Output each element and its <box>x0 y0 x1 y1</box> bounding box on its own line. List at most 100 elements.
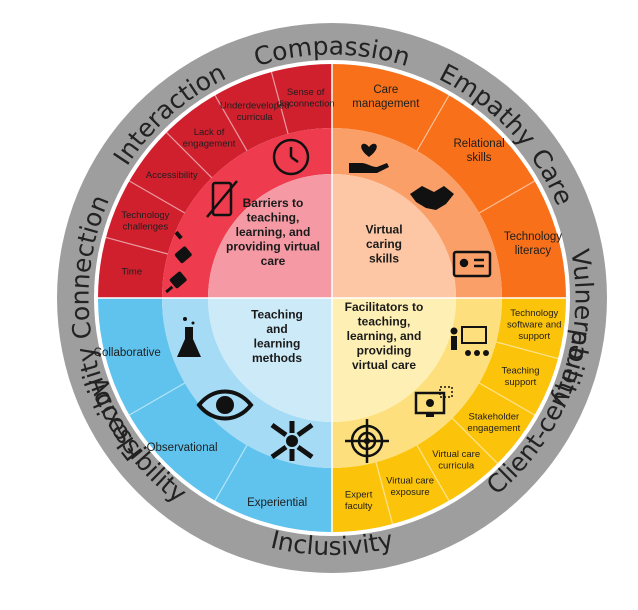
video-call-icon <box>452 250 492 278</box>
item-line: Care <box>373 84 398 96</box>
methods-item-label: Collaborative <box>94 347 161 359</box>
segment-divider <box>416 95 450 152</box>
title-line: learning <box>254 336 301 350</box>
segment-divider <box>496 341 559 360</box>
item-line: Sense of <box>287 87 325 98</box>
segment-divider <box>478 382 535 416</box>
title-line: care <box>261 254 286 268</box>
facilitators-outer-band <box>332 298 566 532</box>
outer-segments <box>98 64 566 532</box>
facilitators-center <box>332 298 456 422</box>
title-line: skills <box>369 252 399 266</box>
item-line: Technology <box>510 308 558 319</box>
barriers-item-label: Time <box>121 267 142 278</box>
target-icon <box>345 419 389 463</box>
hand-heart-icon <box>349 143 389 173</box>
segment-divider <box>105 236 168 255</box>
title-line: providing <box>357 344 412 358</box>
item-line: Lack of <box>194 127 225 138</box>
segment-divider <box>129 382 186 416</box>
item-line: Virtual care <box>386 476 434 487</box>
title-line: learning, and <box>236 225 311 239</box>
segment-divider <box>214 444 248 501</box>
item-line: engagement <box>183 138 236 149</box>
segment-divider <box>416 444 450 501</box>
item-line: software and <box>507 320 561 331</box>
title-line: caring <box>366 237 402 251</box>
item-line: Relational <box>454 138 505 150</box>
item-line: management <box>352 98 420 110</box>
item-line: exposure <box>391 487 430 498</box>
item-line: literacy <box>515 245 552 257</box>
item-line: curricula <box>237 112 274 123</box>
title-line: methods <box>252 351 302 365</box>
skills-item-label: Relational skills <box>454 138 505 164</box>
methods-item-label: Observational <box>147 442 218 454</box>
unplugged-icon <box>165 230 192 294</box>
skills-item-label: Care management <box>352 84 420 110</box>
item-line: Technology <box>121 210 169 221</box>
item-line: Time <box>121 267 142 278</box>
flask-icon <box>177 317 201 357</box>
segment-divider <box>214 95 248 152</box>
barriers-outer-band <box>98 64 332 298</box>
title-line: and <box>266 322 287 336</box>
item-line: curricula <box>438 461 475 472</box>
title-line: teaching, <box>358 315 411 329</box>
title-line: Facilitators to <box>345 300 424 314</box>
handshake-icon <box>410 186 454 210</box>
title-line: Teaching <box>251 307 303 321</box>
title-line: teaching, <box>247 211 300 225</box>
team-hands-icon <box>270 421 314 461</box>
presenter-icon <box>450 326 489 356</box>
item-line: Underdeveloped <box>220 101 290 112</box>
item-line: Expert <box>345 490 373 501</box>
barriers-center <box>208 174 332 298</box>
barriers-item-label: Accessibility <box>146 170 198 181</box>
title-line: Barriers to <box>243 196 304 210</box>
item-line: Virtual care <box>432 449 480 460</box>
item-line: skills <box>467 152 492 164</box>
segment-divider <box>478 180 535 214</box>
segment-divider <box>451 417 498 464</box>
item-line: Experiential <box>247 497 307 509</box>
item-line: faculty <box>345 501 373 512</box>
item-line: Teaching <box>501 365 539 376</box>
eye-icon <box>196 389 254 421</box>
item-line: disconnection <box>277 98 335 109</box>
segment-divider <box>129 180 186 214</box>
item-line: Stakeholder <box>468 411 519 422</box>
item-line: Accessibility <box>146 170 198 181</box>
title-line: providing virtual <box>226 240 320 254</box>
segment-divider <box>375 462 394 525</box>
item-line: challenges <box>123 221 169 232</box>
item-line: support <box>505 377 537 388</box>
methods-center <box>208 298 332 422</box>
item-line: Observational <box>147 442 218 454</box>
title-line: virtual care <box>352 358 416 372</box>
computer-network-icon <box>414 386 453 417</box>
item-line: engagement <box>467 423 520 434</box>
title-line: Virtual <box>365 223 402 237</box>
methods-outer-band <box>98 298 332 532</box>
inner-circle <box>98 64 566 532</box>
segment-divider <box>166 132 213 179</box>
methods-item-label: Experiential <box>247 497 307 509</box>
clock-icon <box>272 138 310 176</box>
skills-center <box>332 174 456 298</box>
